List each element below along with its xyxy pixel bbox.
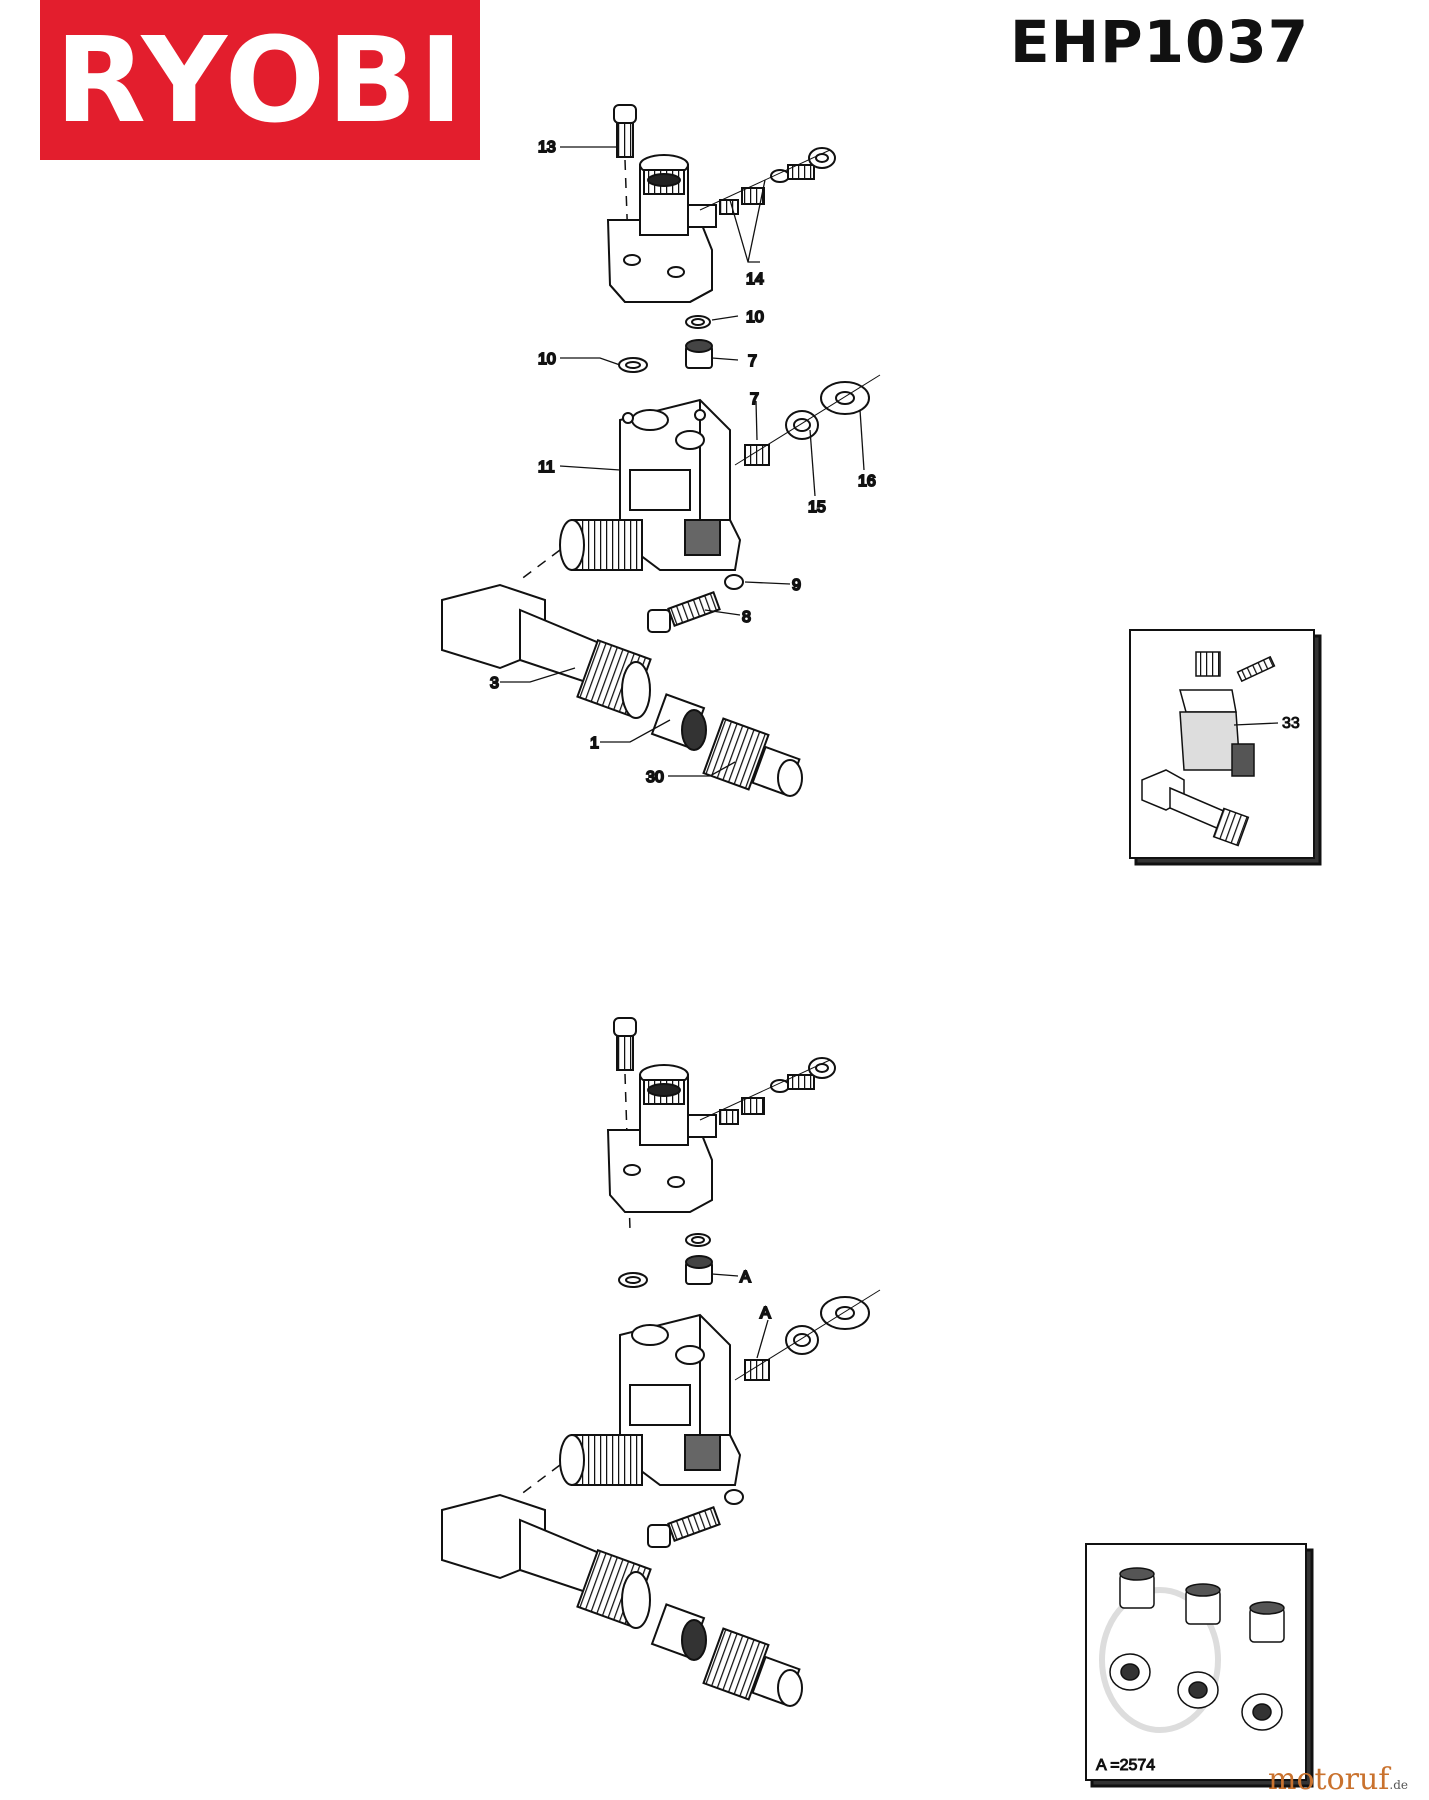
callout-15: 15 — [808, 499, 826, 516]
callout-33: 33 — [1282, 715, 1300, 732]
callout-16: 16 — [858, 473, 876, 490]
part-fitting-7-side — [744, 444, 770, 466]
brand-logo-text: RYOBI — [55, 11, 465, 149]
kit-parts — [1109, 1567, 1285, 1731]
watermark: motoruf.de — [1268, 1762, 1408, 1797]
top-assembly: 13 14 10 10 7 7 11 15 16 9 8 3 1 30 — [441, 104, 881, 797]
callout-10-left: 10 — [538, 351, 556, 368]
brand-logo: RYOBI — [40, 0, 480, 160]
callout-a-upper: A — [740, 1269, 751, 1286]
part-fitting-7-upper — [685, 339, 713, 369]
part-sleeve-1 — [650, 693, 707, 751]
part-upper-housing — [606, 154, 717, 303]
part-seal-15 — [785, 410, 819, 440]
bottom-assembly: A A — [441, 1017, 881, 1707]
part-coupling-30 — [702, 717, 803, 797]
inset-kit-a: A =2574 — [1085, 1543, 1314, 1788]
part-screw-8 — [647, 591, 721, 633]
part-bolt-13 — [613, 104, 637, 158]
part-pump-body-11 — [559, 398, 742, 571]
callout-1: 1 — [590, 735, 599, 752]
callout-14: 14 — [746, 271, 764, 288]
leader-lines-top — [500, 146, 865, 777]
callout-7-side: 7 — [750, 391, 759, 408]
watermark-text: motoruf — [1268, 1762, 1390, 1797]
watermark-tld: .de — [1389, 1778, 1409, 1792]
callout-8: 8 — [742, 609, 751, 626]
logo-background — [40, 0, 480, 160]
inset-assembly-33: 33 — [1129, 629, 1322, 866]
callout-a-side: A — [760, 1305, 771, 1322]
part-ring-16 — [820, 381, 870, 415]
part-valve-14 — [719, 147, 836, 215]
callout-7-upper: 7 — [748, 353, 757, 370]
callout-30: 30 — [646, 769, 664, 786]
callout-11: 11 — [538, 459, 555, 476]
callout-13: 13 — [538, 139, 556, 156]
callout-3: 3 — [490, 675, 499, 692]
part-connector-3 — [441, 583, 652, 719]
callout-10-right: 10 — [746, 309, 764, 326]
kit-label: A =2574 — [1096, 1757, 1155, 1774]
callout-9: 9 — [792, 577, 801, 594]
part-washer-9 — [724, 574, 744, 590]
model-number: EHP1037 — [1010, 8, 1310, 76]
